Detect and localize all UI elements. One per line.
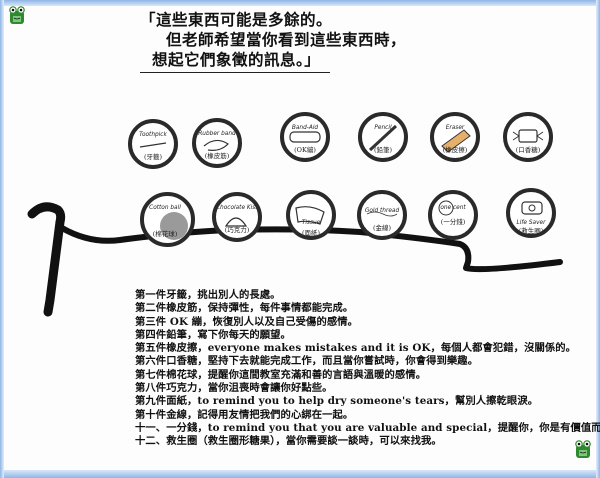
item-label-en: Band-Aid <box>291 125 319 131</box>
item-label-zh: (一分錢) <box>440 218 466 226</box>
item-circle-toothpick: Toothpick (牙籤) <box>128 119 178 169</box>
list-item: 第二件橡皮筋，保持彈性，每件事情都能完成。 <box>135 302 354 315</box>
meaning-list: 第一件牙籤，挑出別人的長處。 第二件橡皮筋，保持彈性，每件事情都能完成。 第三件… <box>135 289 600 449</box>
quote-block: 「這些東西可能是多餘的。 但老師希望當你看到這些東西時， 想起它們象徵的訊息。」 <box>140 10 480 70</box>
eraser-icon <box>441 129 471 153</box>
item-label-en: Cotton ball <box>149 205 181 211</box>
item-circle-cotton-ball: Cotton ball (棉花球) <box>140 192 195 247</box>
list-item: 第九件面紙，to remind you to help dry someone'… <box>135 395 539 408</box>
item-circle-chocolate-kiss: Chocolate Kiss (巧克力) <box>212 192 262 242</box>
item-label-zh: (牙籤) <box>143 153 163 161</box>
frog-icon <box>575 440 591 458</box>
item-circle-tissue: Tissue (面紙) <box>286 190 336 240</box>
item-label-en: one cent <box>440 205 466 211</box>
item-circle-gold-thread: Gold thread (金線) <box>357 190 407 240</box>
item-label-en: Rubber band <box>198 131 236 137</box>
list-item: 第八件巧克力，當你沮喪時會讓你好點些。 <box>135 382 333 395</box>
life-saver-icon <box>521 201 543 215</box>
rubber-band-icon <box>203 139 229 151</box>
item-label-zh: (鉛筆) <box>373 146 393 154</box>
quote-line-3: 想起它們象徵的訊息。」 <box>152 50 321 69</box>
gold-thread-icon <box>366 211 398 217</box>
item-label-zh: (巧克力) <box>224 226 250 234</box>
list-item: 第六件口香糖，堅持下去就能完成工作，而且當你嘗試時，你會得到樂趣。 <box>135 355 479 368</box>
frame-right-border <box>596 0 600 478</box>
cotton-ball-icon <box>160 212 188 240</box>
list-item: 第十件金線，記得用友情把我們的心綁在一起。 <box>135 408 354 421</box>
toothpick-icon <box>139 142 167 148</box>
list-item: 第四件鉛筆，寫下你每天的願望。 <box>135 328 291 341</box>
frame-top-border <box>0 0 600 6</box>
item-label-zh: (面紙) <box>301 229 321 237</box>
item-label-zh: (橡皮筋) <box>204 152 230 160</box>
item-label-zh: (棉花球) <box>152 230 178 238</box>
list-item: 第七件棉花球，提醒你這間教室充滿和善的言語與溫暖的感情。 <box>135 368 427 381</box>
item-label-zh: (金線) <box>372 224 392 232</box>
item-circle-one-cent: one cent (一分錢) <box>428 190 478 240</box>
quote-underline <box>140 72 330 73</box>
quote-line-2: 但老師希望當你看到這些東西時， <box>166 30 407 49</box>
item-circle-gum: (口香糖) <box>503 112 553 162</box>
item-label-zh: (橡皮擦) <box>442 146 468 154</box>
item-label-en: Chocolate Kiss <box>216 205 259 211</box>
item-circle-life-saver: Life Saver (救生圈) <box>506 188 556 238</box>
item-label-en: Eraser <box>445 125 465 131</box>
coin-icon <box>438 200 454 216</box>
item-label-en: Tissue <box>301 220 321 226</box>
list-item: 第一件牙籤，挑出別人的長處。 <box>135 289 281 301</box>
band-aid-icon <box>289 131 321 143</box>
item-label-en: Gold thread <box>364 208 400 214</box>
quote-line-1: 「這些東西可能是多餘的。 <box>140 10 333 29</box>
list-item: 十二、救生圈（救生圈形糖果），當你需要談一談時，可以來找我。 <box>135 435 442 448</box>
tissue-icon <box>295 206 325 225</box>
item-circle-rubber-band: Rubber band (橡皮筋) <box>192 118 242 168</box>
frame-left-border <box>0 0 4 478</box>
item-circle-eraser: Eraser (橡皮擦) <box>430 112 480 162</box>
list-item: 第五件橡皮擦，everyone makes mistakes and it is… <box>135 342 577 355</box>
list-item: 十一、一分錢，to remind you that you are valuab… <box>135 421 600 434</box>
pencil-icon <box>368 124 398 152</box>
chocolate-kiss-icon <box>224 217 248 227</box>
item-label-en: Toothpick <box>139 132 167 138</box>
frame-bottom-border <box>0 470 600 478</box>
item-label-zh: (口香糖) <box>515 146 541 154</box>
frog-icon <box>9 6 25 24</box>
item-circle-pencil: Pencil (鉛筆) <box>358 112 408 162</box>
list-item: 第三件 OK 繃，恢復別人以及自己受傷的感情。 <box>135 315 359 328</box>
item-label-en: Life Saver <box>516 220 546 226</box>
item-label-en: Pencil <box>374 125 392 131</box>
item-label-zh: (救生圈) <box>518 227 544 235</box>
item-label-zh: (OK繃) <box>294 146 316 154</box>
item-circle-band-aid: Band-Aid (OK繃) <box>280 112 330 162</box>
gum-icon <box>512 129 544 143</box>
